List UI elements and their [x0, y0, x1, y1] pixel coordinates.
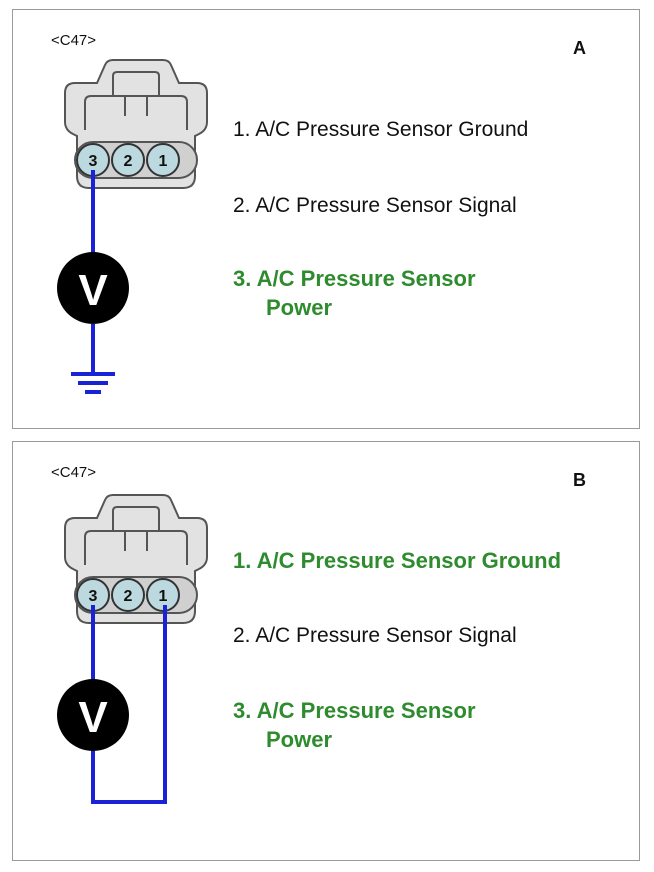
pin-2-label: 2. A/C Pressure Sensor Signal: [233, 192, 517, 220]
pin-1-label: 1. A/C Pressure Sensor Ground: [233, 116, 528, 144]
label-line: 1. A/C Pressure Sensor Ground: [233, 118, 529, 141]
wiring-diagram-b: 3 2 1 V: [57, 494, 208, 804]
voltmeter-icon: V: [57, 252, 129, 324]
pin-3: 3: [76, 578, 110, 612]
ground-icon: [71, 372, 115, 394]
pin-number: 1: [159, 153, 168, 170]
label-line: 2. A/C Pressure Sensor Signal: [233, 624, 517, 647]
label-line: 3. A/C Pressure Sensor: [233, 266, 476, 291]
pin-3-label: 3. A/C Pressure Sensor Power: [233, 696, 476, 754]
pin-number: 1: [159, 588, 168, 605]
meter-symbol: V: [78, 693, 108, 742]
panel-letter: B: [573, 470, 586, 490]
wiring-diagram-a: 3 2 1 V: [57, 59, 208, 394]
label-line: 3. A/C Pressure Sensor: [233, 698, 476, 723]
wire: [91, 605, 167, 804]
pin-1: 1: [146, 143, 180, 177]
voltmeter-icon: V: [57, 679, 129, 751]
pin-2-label: 2. A/C Pressure Sensor Signal: [233, 622, 517, 650]
pin-number: 2: [124, 153, 133, 170]
pin-2: 2: [111, 578, 145, 612]
label-line: 1. A/C Pressure Sensor Ground: [233, 548, 562, 573]
connector-id: <C47>: [51, 32, 97, 49]
panel-b: <C47> B 3 2 1 V: [12, 441, 640, 861]
label-line: 2. A/C Pressure Sensor Signal: [233, 194, 517, 217]
pin-number: 3: [89, 588, 98, 605]
pin-1-label: 1. A/C Pressure Sensor Ground: [233, 546, 561, 575]
panel-letter: A: [573, 38, 586, 58]
label-line-2: Power: [266, 727, 333, 753]
label-line-2: Power: [266, 295, 333, 321]
pin-3-label: 3. A/C Pressure Sensor Power: [233, 264, 476, 322]
panel-a: <C47> A 3 2 1 V: [12, 9, 640, 429]
pin-number: 2: [124, 588, 133, 605]
pin-number: 3: [89, 153, 98, 170]
pin-2: 2: [111, 143, 145, 177]
meter-symbol: V: [78, 266, 108, 315]
connector-id: <C47>: [51, 464, 97, 481]
